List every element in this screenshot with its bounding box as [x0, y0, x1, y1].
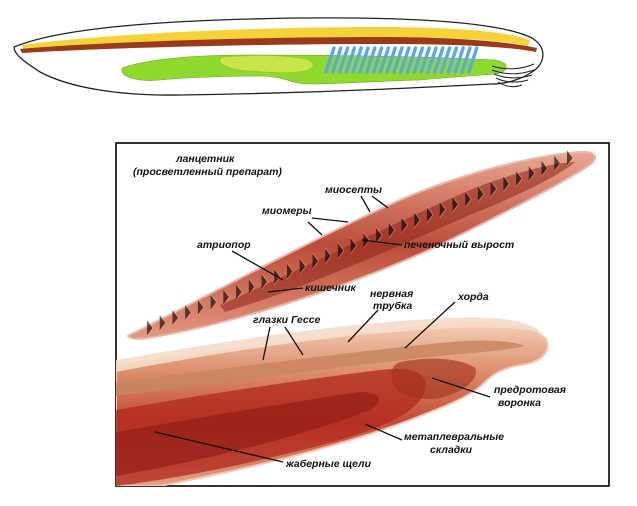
myomere-stripe: [286, 263, 294, 280]
pointer-myomeres: [311, 217, 349, 223]
gill-slit: [358, 46, 370, 74]
myomere-stripe: [299, 257, 307, 275]
label-myomeres: миомеры: [262, 205, 312, 217]
gill-slit: [378, 46, 391, 74]
pointer-gill-slits: [154, 431, 284, 463]
pointer-hesse-1: [262, 326, 271, 361]
label-specimen-title-2: (просветленный препарат): [133, 166, 282, 178]
enlarged-head-pharynx-deep: [116, 392, 379, 476]
label-hepatic-outgrowth: печеночный вырост: [404, 239, 514, 251]
myomere-stripe: [146, 319, 154, 337]
label-neural-tube-2: трубка: [373, 300, 412, 312]
gill-slit: [453, 46, 465, 74]
myomere-stripe: [388, 221, 396, 239]
myomere-stripe: [261, 273, 268, 290]
gill-slit: [331, 46, 343, 74]
myomere-stripe: [490, 180, 498, 198]
myomere-stripe: [324, 247, 332, 265]
gill-slit: [324, 46, 336, 74]
schematic-oral-cirri: [491, 63, 535, 88]
gill-slit: [365, 46, 377, 74]
myomere-stripe: [350, 237, 358, 254]
label-intestine: кишечник: [305, 282, 357, 294]
myomere-stripe: [248, 278, 256, 295]
pointer-myomeres-2: [307, 221, 323, 236]
myomere-stripe: [235, 283, 243, 301]
label-preoral-2: воронка: [498, 397, 541, 409]
enlarged-head-notochord: [116, 340, 525, 396]
labels: ланцетник (просветленный препарат) миосе…: [133, 153, 566, 470]
myomere-stripe: [337, 242, 345, 259]
myomere-stripe: [553, 154, 561, 172]
schematic-neural-tube: [22, 27, 530, 50]
label-atriopore: атриопор: [197, 239, 251, 251]
gill-slit: [337, 46, 350, 74]
myomere-stripe: [312, 252, 319, 270]
label-hesse-eyes: глазки Гессе: [253, 314, 321, 326]
gill-slit: [399, 46, 411, 74]
myomere-stripe: [172, 309, 179, 326]
schematic-notochord: [20, 37, 537, 53]
gill-slit: [433, 46, 445, 74]
pointer-lines: [154, 195, 491, 463]
gill-slit: [392, 46, 404, 74]
label-gill-slits: жаберные щели: [285, 458, 372, 470]
schematic-liver: [219, 55, 314, 73]
pointer-neural-tube: [347, 309, 379, 343]
gill-slit: [371, 46, 384, 74]
label-specimen-title-1: ланцетник: [175, 153, 235, 165]
gill-slit: [351, 46, 363, 74]
schematic-gill-slits: [324, 46, 479, 74]
myomere-stripe: [375, 227, 383, 244]
photo-specimens: [116, 149, 596, 486]
pointer-hepatic: [361, 239, 403, 246]
myomere-stripe: [503, 175, 510, 192]
myomere-stripe: [210, 294, 218, 311]
myomere-stripe: [159, 314, 167, 332]
label-preoral-1: предротовая: [494, 384, 566, 396]
gill-slit: [419, 46, 431, 74]
gill-slit: [439, 46, 452, 74]
label-metapleural-2: складки: [430, 444, 473, 456]
myomere-stripe: [197, 299, 205, 316]
myomere-stripe: [439, 201, 447, 218]
myomere-stripe: [528, 165, 536, 182]
pointer-hesse-2: [284, 326, 304, 356]
label-metapleural-1: метаплевральные: [404, 431, 504, 443]
slender-lancelet-gut: [220, 162, 575, 312]
gill-slit: [412, 46, 425, 74]
pointer-myosepta-2: [371, 195, 389, 209]
gill-slit: [446, 46, 459, 74]
myomere-stripe: [401, 216, 408, 234]
myomere-stripe: [566, 149, 574, 167]
myomere-stripe: [464, 191, 472, 208]
gill-slit: [467, 46, 479, 74]
myomere-stripe: [413, 211, 421, 229]
label-neural-tube-1: нервная: [370, 288, 413, 300]
label-myosepta: миосепты: [325, 184, 382, 196]
pointer-notochord: [404, 301, 456, 349]
pointer-intestine: [267, 287, 304, 293]
myomere-stripe: [452, 196, 459, 213]
gill-slit: [385, 46, 397, 74]
pointer-atriopore: [231, 250, 284, 281]
gill-slit: [405, 46, 418, 74]
schematic-lancelet: [13, 17, 544, 96]
enlarged-head-fin: [116, 317, 545, 372]
gill-slit: [460, 46, 472, 74]
myomere-stripe: [223, 288, 230, 306]
myomere-stripe: [477, 185, 485, 203]
myomere-stripe: [541, 160, 548, 177]
pointer-myosepta-1: [360, 195, 371, 213]
pointer-preoral: [431, 377, 491, 398]
gill-slit: [426, 46, 438, 74]
myomere-stripe: [426, 206, 434, 223]
myomere-stripe: [515, 170, 523, 187]
pointer-metapleural: [364, 423, 403, 441]
myomere-stripe: [184, 304, 192, 321]
label-notochord: хорда: [457, 291, 489, 303]
gill-slit: [344, 46, 357, 74]
